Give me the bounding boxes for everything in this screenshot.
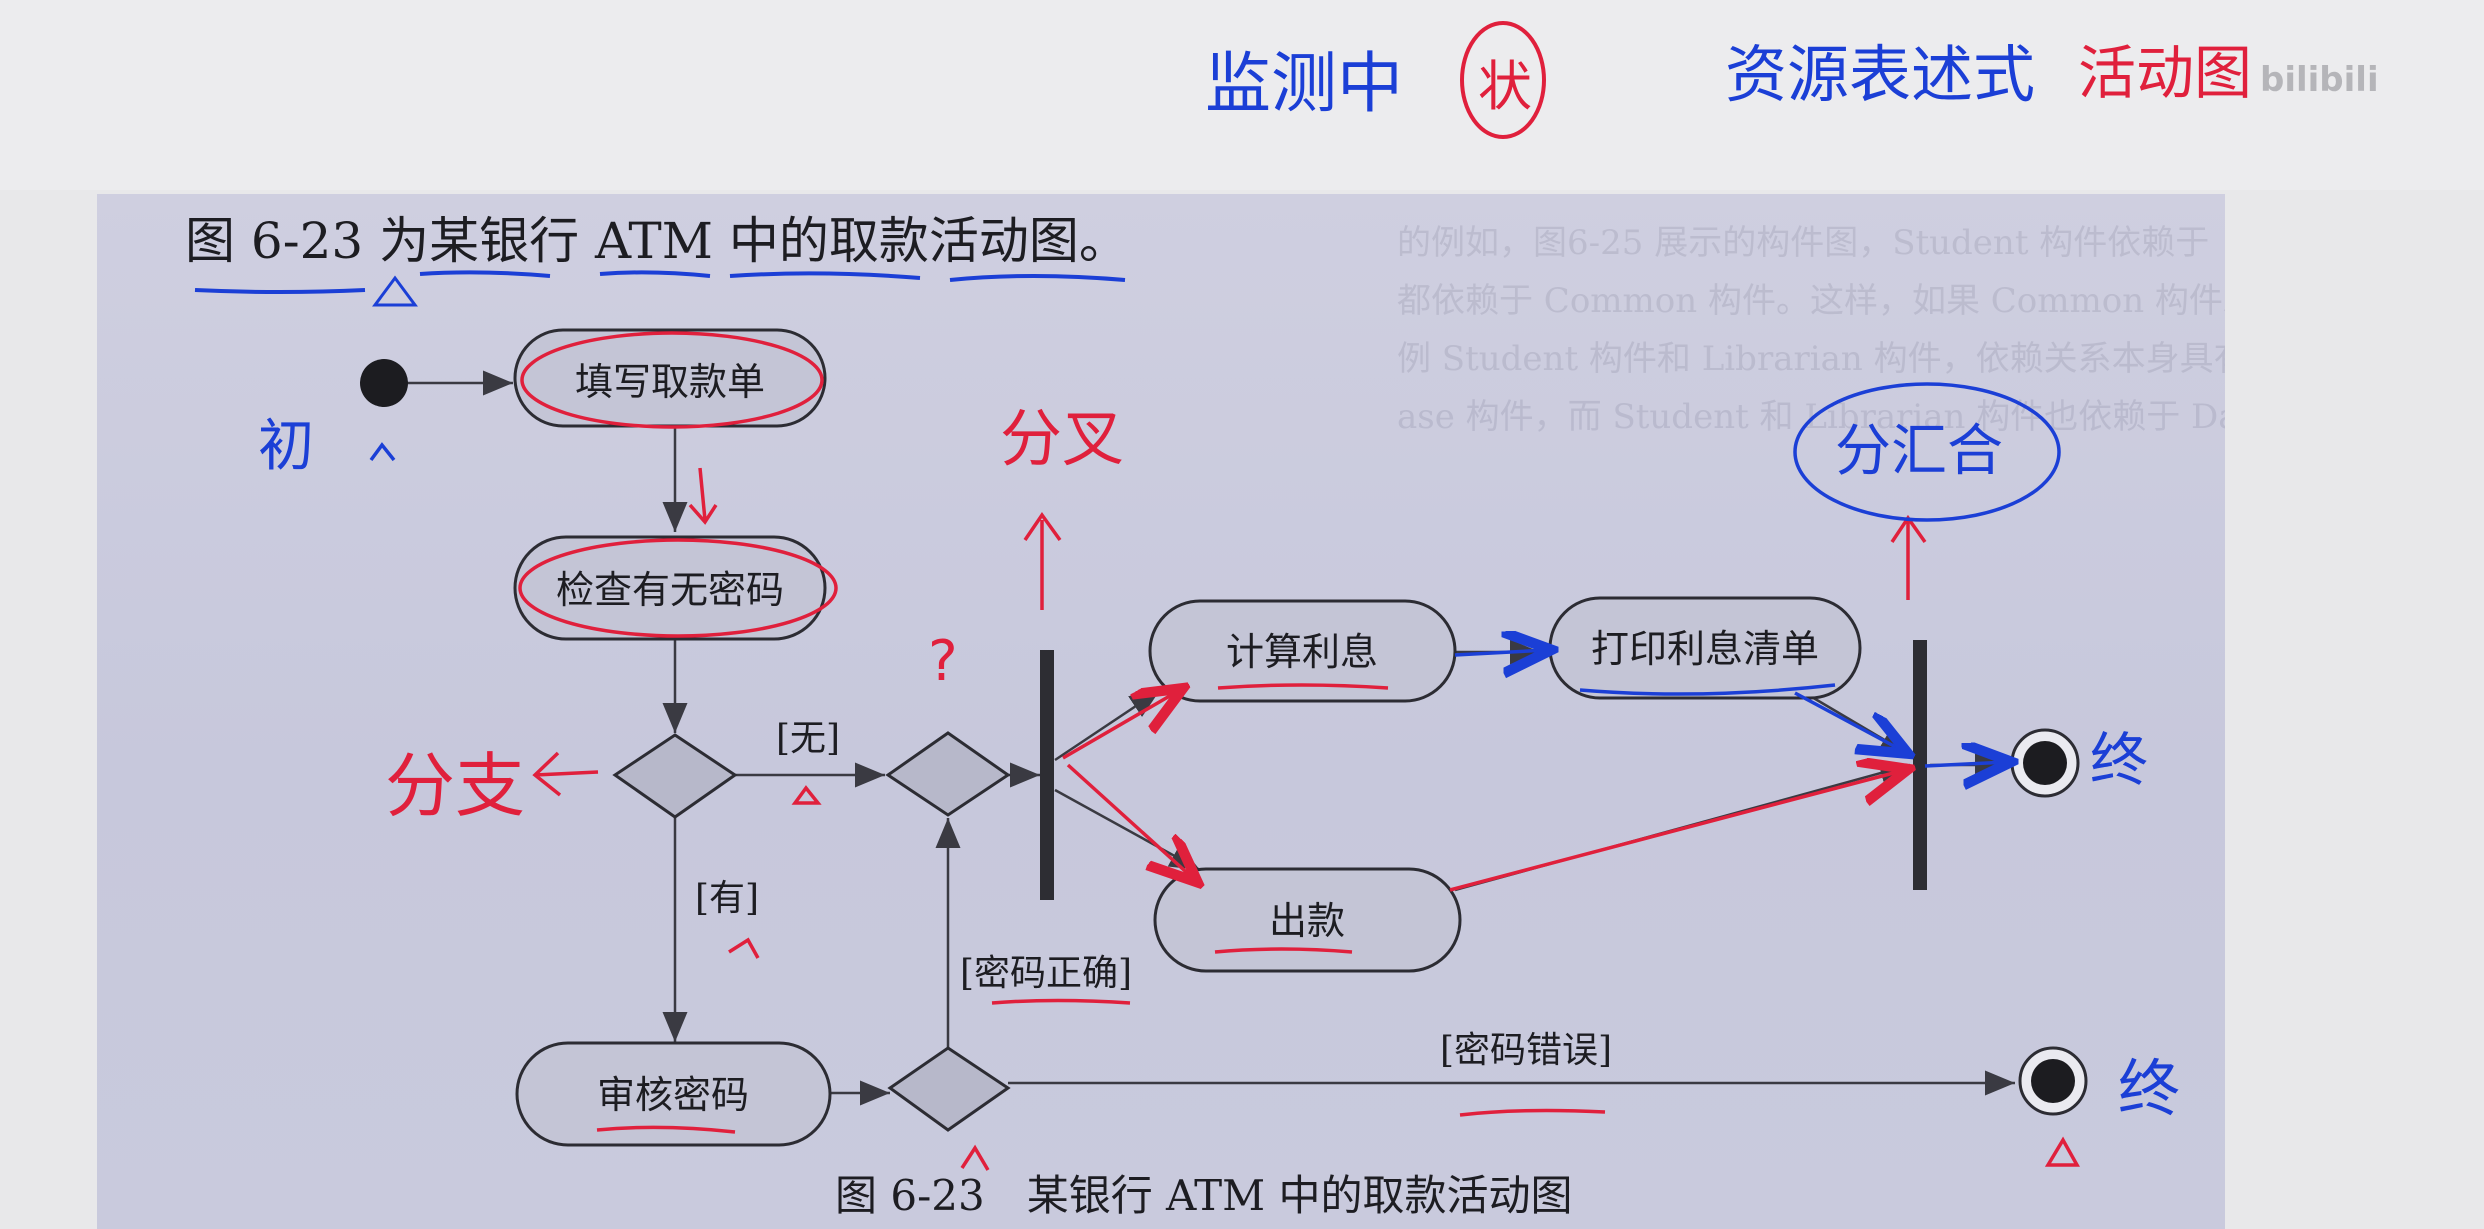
svg-text:打印利息清单: 打印利息清单 [1591,627,1819,671]
handwritten-top-3: 活动图 [2078,39,2253,107]
guard-none: [无] [776,718,840,759]
triangle-mark [372,275,418,307]
fork-bar [1040,650,1054,900]
handwritten-top-circle-text: 状 [1478,55,1532,118]
handwritten-top-1: 监测中 [1205,45,1403,122]
activity-verify-password: 审核密码 [515,1041,832,1147]
edge-fork-to-calc [1054,688,1161,762]
figure-caption: 图 6-23 某银行 ATM 中的取款活动图 [835,1171,1572,1220]
join-bar [1913,640,1927,890]
decision-password-valid [887,1046,1011,1132]
svg-text:检查有无密码: 检查有无密码 [556,568,784,612]
svg-text:出款: 出款 [1269,899,1345,943]
blue-annotations [369,382,2061,766]
heading-underlines [194,270,1126,294]
final-node-2 [2018,1046,2088,1116]
note-question: ? [928,629,958,694]
note-join: 分汇合 [1835,419,2003,484]
activity-withdraw: 出款 [1153,867,1462,973]
top-annotation-strip [0,0,2484,190]
top-circle-mark [1460,21,1546,139]
bilibili-watermark: bilibili [2260,60,2379,100]
note-start: 初 [258,414,314,479]
guard-wrong: [密码错误] [1440,1030,1612,1071]
final-node-1 [2010,728,2080,798]
handwritten-top-2: 资源表述式 [1725,38,2036,111]
initial-node [360,359,408,407]
svg-text:填写取款单: 填写取款单 [575,360,765,404]
activity-print-interest: 打印利息清单 [1548,596,1862,700]
note-end-1: 终 [2090,726,2148,794]
page-heading: 图 6-23 为某银行 ATM 中的取款活动图。 [185,212,1129,270]
activity-check-password: 检查有无密码 [513,535,827,641]
edge-fork-to-withdraw [1054,788,1201,872]
red-annotations [518,331,2080,1171]
activity-calc-interest: 计算利息 [1148,599,1457,703]
decision-has-password [612,733,738,819]
note-end-2: 终 [2118,1052,2180,1125]
guard-correct: [密码正确] [960,953,1132,994]
svg-text:审核密码: 审核密码 [597,1073,749,1117]
svg-text:计算利息: 计算利息 [1226,630,1378,674]
guard-has: [有] [695,878,759,919]
note-branch: 分支 [385,745,525,827]
merge-node [885,731,1011,817]
bleed-through-text: 的例如，图6-25 展示的构件图，Student 构件依赖于 都依赖于 Comm… [1397,223,2225,437]
note-fork: 分叉 [1000,402,1124,475]
